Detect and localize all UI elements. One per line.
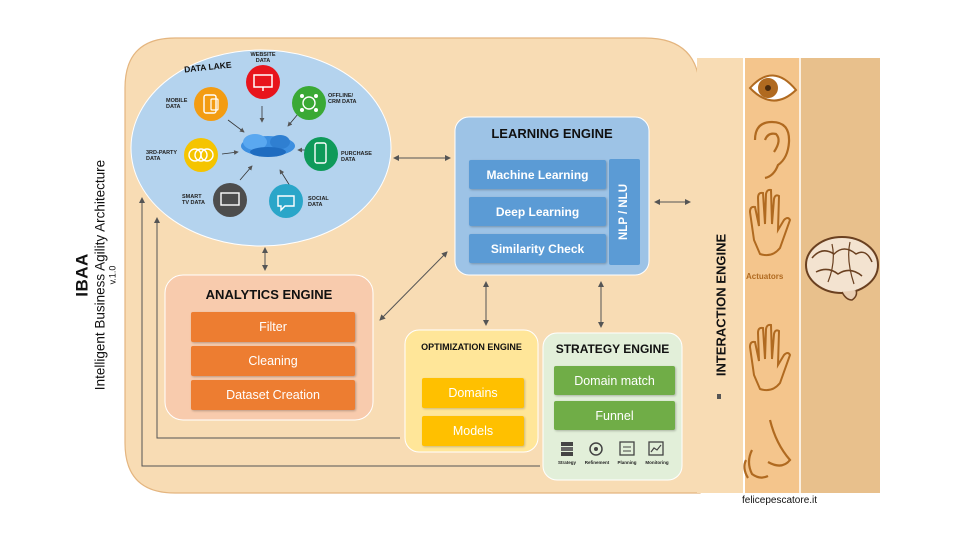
social-data-label: SOCIAL DATA xyxy=(308,196,329,209)
dataset-creation-item: Dataset Creation xyxy=(191,380,355,410)
interaction-marker xyxy=(717,394,721,399)
refinement-icon-label: Refinement xyxy=(584,460,610,465)
ibaa-version: v.1.0 xyxy=(107,265,118,285)
brain-icon xyxy=(805,236,879,301)
website-data-icon xyxy=(246,65,280,99)
purchase-data-icon xyxy=(304,137,338,171)
ibaa-acronym: IBAA xyxy=(72,253,92,297)
third-party-data-icon xyxy=(184,138,218,172)
funnel-item: Funnel xyxy=(554,401,675,430)
ibaa-full-name: Intelligent Business Agility Architectur… xyxy=(92,159,108,391)
machine-learning-item: Machine Learning xyxy=(469,160,606,189)
strategy-icon-label: Strategy xyxy=(557,460,576,465)
learning-engine-title: LEARNING ENGINE xyxy=(491,126,613,141)
eye-icon xyxy=(748,74,798,102)
monitoring-icon xyxy=(648,441,664,456)
interaction-engine-title: INTERACTION ENGINE xyxy=(713,233,729,377)
mobile-data-icon xyxy=(194,87,228,121)
data-lake-hub-icon xyxy=(241,134,295,157)
filter-item: Filter xyxy=(191,312,355,342)
footer-credit: felicepescatore.it xyxy=(742,495,818,506)
interaction-left-band xyxy=(697,58,744,493)
offline-crm-data-label: OFFLINE/ CRM DATA xyxy=(328,93,357,106)
similarity-check-item: Similarity Check xyxy=(469,234,606,263)
planning-icon xyxy=(619,441,635,456)
domains-item: Domains xyxy=(422,378,524,408)
strategy-engine-title: STRATEGY ENGINE xyxy=(555,342,670,356)
offline-crm-data-icon xyxy=(292,86,326,120)
nlp-nlu-label: NLP / NLU xyxy=(618,183,630,241)
hand-icon-lower xyxy=(748,323,792,392)
planning-icon-label: Planning xyxy=(617,460,637,465)
smart-tv-data-icon xyxy=(213,183,247,217)
models-item: Models xyxy=(422,416,524,446)
refinement-icon xyxy=(589,442,603,456)
actuators-label: Actuators xyxy=(746,272,784,281)
social-data-icon xyxy=(269,184,303,218)
analytics-engine-title: ANALYTICS ENGINE xyxy=(205,287,333,302)
purchase-data-label: PURCHASE DATA xyxy=(341,151,372,164)
optimization-engine-title: OPTIMIZATION ENGINE xyxy=(421,342,522,352)
domain-match-item: Domain match xyxy=(554,366,675,395)
nose-mouth-icon xyxy=(743,419,792,479)
deep-learning-item: Deep Learning xyxy=(469,197,606,226)
strategy-icon xyxy=(561,442,573,456)
smart-tv-data-label: SMART TV DATA xyxy=(182,194,206,207)
nlp-nlu-bar xyxy=(609,159,640,265)
third-party-data-label: 3RD-PARTY DATA xyxy=(146,150,178,163)
website-data-label: WEBSITE DATA xyxy=(250,52,276,65)
monitoring-icon-label: Monitoring xyxy=(645,460,669,465)
ear-icon xyxy=(753,120,791,180)
cleaning-item: Cleaning xyxy=(191,346,355,376)
side-title: IBAA Intelligent Business Agility Archit… xyxy=(73,160,118,390)
mobile-data-label: MOBILE DATA xyxy=(166,98,188,111)
hand-icon-upper xyxy=(748,188,792,257)
